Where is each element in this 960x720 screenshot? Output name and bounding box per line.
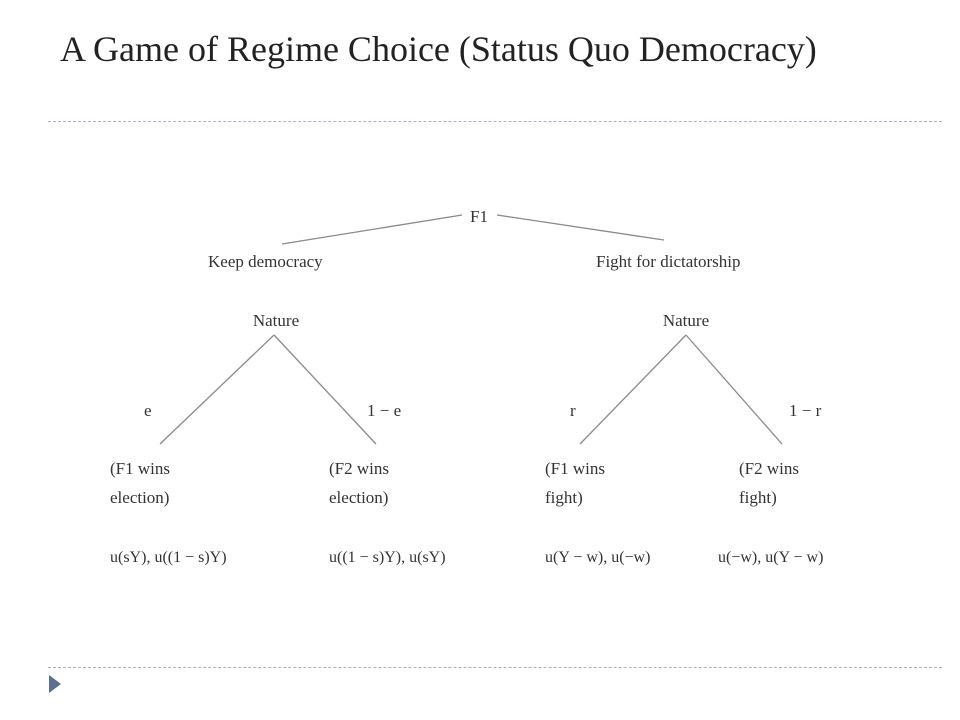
edge-f1-fight-dictatorship bbox=[496, 214, 665, 241]
edge-nature-right-1-r bbox=[685, 334, 783, 445]
footer-divider bbox=[48, 667, 942, 668]
edge-nature-right-r bbox=[579, 334, 687, 445]
outcome-2-payoff: u((1 − s)Y), u(sY) bbox=[329, 549, 446, 566]
nature-node-left-label: Nature bbox=[253, 311, 299, 330]
edge-nature-left-1-e bbox=[273, 334, 377, 445]
outcome-1-payoff: u(sY), u((1 − s)Y) bbox=[110, 549, 227, 566]
outcome-4-line1: (F2 wins bbox=[739, 459, 799, 478]
probability-e-label: e bbox=[144, 401, 152, 420]
edge-f1-keep-democracy bbox=[281, 214, 463, 245]
probability-1-minus-e-label: 1 − e bbox=[367, 401, 401, 420]
title-divider bbox=[48, 121, 942, 122]
triangle-bullet-icon bbox=[49, 675, 61, 693]
nature-node-right-label: Nature bbox=[663, 311, 709, 330]
outcome-3-line2: fight) bbox=[545, 488, 583, 507]
root-node-label: F1 bbox=[470, 207, 488, 226]
outcome-1-line2: election) bbox=[110, 488, 169, 507]
outcome-1-line1: (F1 wins bbox=[110, 459, 170, 478]
outcome-4-line2: fight) bbox=[739, 488, 777, 507]
probability-1-minus-r-label: 1 − r bbox=[789, 401, 822, 420]
outcome-4-payoff: u(−w), u(Y − w) bbox=[718, 549, 823, 566]
probability-r-label: r bbox=[570, 401, 576, 420]
outcome-2-line1: (F2 wins bbox=[329, 459, 389, 478]
choice-keep-democracy-label: Keep democracy bbox=[208, 252, 323, 271]
edge-nature-left-e bbox=[159, 334, 275, 445]
outcome-3-line1: (F1 wins bbox=[545, 459, 605, 478]
slide-title: A Game of Regime Choice (Status Quo Demo… bbox=[60, 29, 817, 69]
outcome-3-payoff: u(Y − w), u(−w) bbox=[545, 549, 650, 566]
choice-fight-dictatorship-label: Fight for dictatorship bbox=[596, 252, 740, 271]
outcome-2-line2: election) bbox=[329, 488, 388, 507]
